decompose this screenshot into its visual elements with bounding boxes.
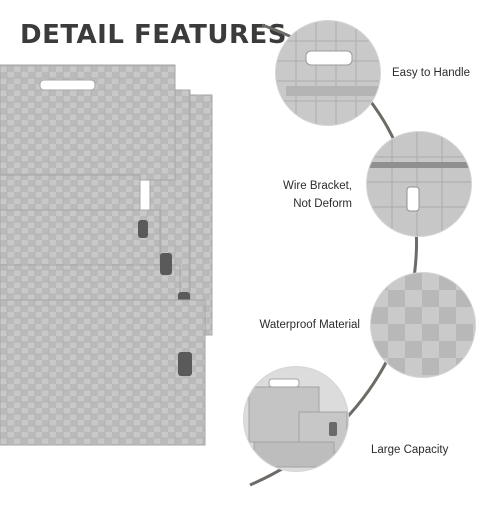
feature-label-easy-to-handle: Easy to Handle <box>392 67 470 79</box>
woven-texture-closeup-circle <box>371 273 475 377</box>
feature-label-wire-bracket: Wire Bracket, Not Deform <box>262 177 352 213</box>
basket-stack-image <box>0 60 215 500</box>
large-capacity-closeup-circle <box>244 367 348 471</box>
feature-label-large-capacity: Large Capacity <box>371 444 449 456</box>
page-heading: DETAIL FEATURES <box>20 20 287 50</box>
feature-label-waterproof: Waterproof Material <box>259 319 360 331</box>
feature-label-line-1: Wire Bracket, <box>282 180 352 192</box>
handle-closeup-circle <box>276 21 380 125</box>
feature-label-line-2: Not Deform <box>293 198 352 210</box>
wire-bracket-closeup-circle <box>367 132 471 236</box>
